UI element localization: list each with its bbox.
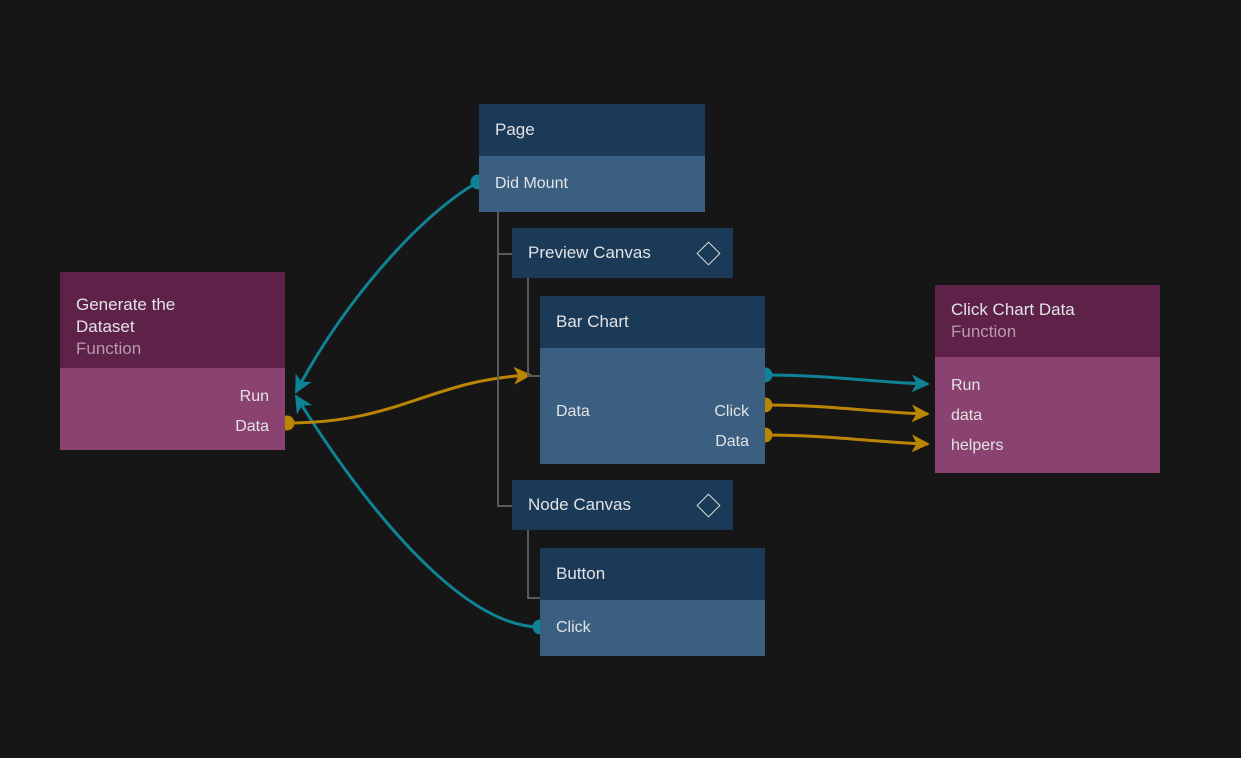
node-preview-canvas[interactable]: Preview Canvas [512,228,733,278]
port-generate-data[interactable]: Data [76,412,269,442]
port-label-barchart-click: Click [714,403,749,420]
port-label-generate-run: Run [239,388,269,405]
port-barchart-click[interactable]: Click [714,397,749,427]
port-click-data[interactable]: data [951,401,982,431]
port-label-click-helpers: helpers [951,437,1004,454]
port-click-run[interactable]: Run [951,371,980,401]
port-label-click-data: data [951,407,983,424]
node-header-bar-chart: Bar Chart [540,296,765,348]
edge-barchart-helpers-to-click-helpers [764,433,930,453]
tree-line-nodecanvas-trunk [527,530,529,598]
edge-barchart-click-to-click-run [764,373,930,393]
edge-page-didmount-to-generate-run [294,180,479,394]
diamond-icon [696,240,721,266]
node-title-generate-the-dataset: Generate the Dataset [76,295,176,336]
port-label-barchart-helpers: Helpers [694,463,749,464]
node-body-button: Click [540,600,765,656]
node-subtitle-generate-the-dataset: Function [76,338,142,358]
tree-line-preview-trunk [527,278,529,375]
node-title-click-chart-data: Click Chart Data [951,300,1075,319]
port-label-barchart-data-out: Data [715,433,749,450]
node-node-canvas[interactable]: Node Canvas [512,480,733,530]
node-subtitle-click-chart-data: Function [951,321,1017,341]
node-click-chart-data[interactable]: Click Chart Data Function Run data helpe… [935,285,1160,473]
tree-line-branch-button [527,597,541,599]
port-label-barchart-data-in: Data [556,403,590,420]
node-title-node-canvas: Node Canvas [528,495,632,515]
port-click-helpers[interactable]: helpers [951,431,1003,461]
edge-generate-data-to-barchart-data [286,366,532,425]
edge-barchart-data-to-click-data [764,403,930,423]
node-header-button: Button [540,548,765,600]
diamond-icon [696,492,721,518]
port-label-page-did-mount: Did Mount [495,175,568,192]
node-bar-chart[interactable]: Bar Chart Data Click Data Helpers [540,296,765,464]
tree-line-branch-bar-chart [527,375,541,377]
node-button[interactable]: Button Click [540,548,765,656]
port-button-click[interactable]: Click [556,613,591,643]
node-title-bar-chart: Bar Chart [556,312,629,332]
tree-line-page-trunk [497,212,499,506]
tree-line-branch-preview-canvas [497,253,512,255]
node-header-click-chart-data: Click Chart Data Function [935,285,1160,357]
port-label-button-click: Click [556,619,591,636]
node-title-preview-canvas: Preview Canvas [528,243,651,263]
node-header-page: Page [479,104,705,156]
node-body-generate-the-dataset: Run Data [60,368,285,450]
port-generate-run[interactable]: Run [76,382,269,412]
port-barchart-data-out[interactable]: Data [715,427,749,457]
node-title-button: Button [556,564,606,584]
node-title-page: Page [495,120,535,140]
tree-line-branch-node-canvas [497,505,512,507]
port-page-did-mount[interactable]: Did Mount [495,169,568,199]
node-body-bar-chart: Data Click Data Helpers [540,348,765,464]
node-body-click-chart-data: Run data helpers [935,357,1160,473]
port-barchart-data-in[interactable]: Data [556,397,590,427]
edge-button-click-to-generate-run [294,394,541,629]
node-body-page: Did Mount [479,156,705,212]
port-label-generate-data: Data [235,418,269,435]
node-page[interactable]: Page Did Mount [479,104,705,212]
port-barchart-helpers[interactable]: Helpers [694,457,749,464]
node-generate-the-dataset[interactable]: Generate the Dataset Function Run Data [60,272,285,450]
port-label-click-run: Run [951,377,981,394]
node-header-generate-the-dataset: Generate the Dataset Function [60,272,285,368]
